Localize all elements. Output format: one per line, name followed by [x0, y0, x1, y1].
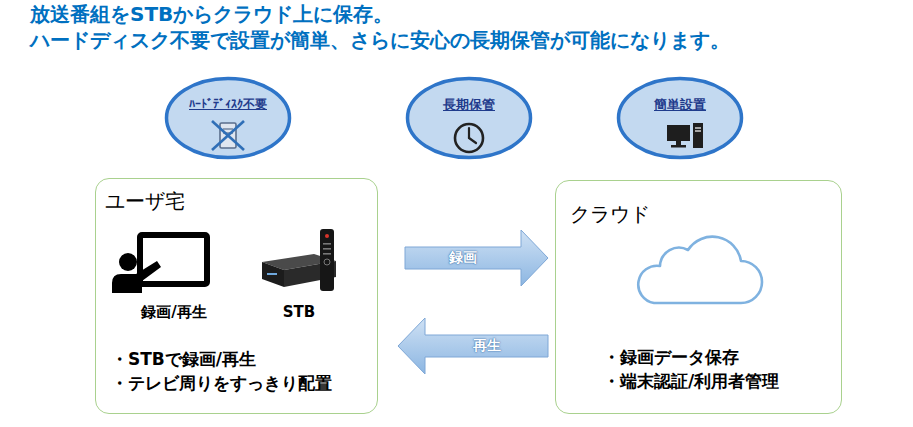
- remote-button: [324, 259, 330, 265]
- monitor-base: [671, 145, 686, 148]
- pc-tower-slot: [695, 130, 701, 131]
- stb-side: [284, 261, 336, 287]
- cloud-icon: [638, 237, 762, 303]
- monitor: [667, 125, 690, 141]
- bullet-text: ・テレビ周りをすっきり配置: [111, 373, 332, 393]
- feature-label: 長期保管: [405, 97, 533, 113]
- feature-label: ﾊｰﾄﾞﾃﾞｨｽｸ不要: [164, 97, 292, 111]
- cross-line: [212, 121, 244, 150]
- feature-ellipse: ﾊｰﾄﾞﾃﾞｨｽｸ不要: [164, 76, 292, 160]
- bullet-text: ・端末認証/利用者管理: [603, 371, 779, 391]
- stb-front: [262, 262, 284, 287]
- pc-tower: [693, 123, 703, 148]
- ellipse-shape: [408, 79, 531, 158]
- feature-ellipse: 簡単設置: [616, 76, 744, 160]
- arrow-label: 録画: [449, 249, 477, 267]
- remote-button: [323, 253, 331, 255]
- presenter-head: [119, 253, 137, 271]
- feature-label: 簡単設置: [616, 97, 744, 113]
- ellipse-outline: [616, 76, 744, 160]
- presenter-body: [112, 261, 161, 293]
- remote-button: [323, 243, 331, 245]
- subtitle-text: ハードディスク不要で設置が簡単、さらに安心の長期保管が可能になります。: [30, 28, 730, 52]
- presentation-screen: [140, 235, 207, 284]
- clock-hand: [469, 138, 476, 143]
- clock-face: [455, 124, 483, 152]
- stb-top: [262, 254, 336, 270]
- bullet-text: ・STBで録画/再生: [111, 349, 256, 369]
- remote-button: [325, 234, 329, 238]
- hard-disk-body: [220, 123, 236, 148]
- location-box: ユーザ宅録画/再生 STB ・STBで録画/再生・テレビ周りをすっきり配置: [95, 178, 378, 414]
- ellipse-outline: [405, 76, 533, 160]
- clock-hand: [468, 128, 470, 138]
- feature-ellipse: 長期保管: [405, 76, 533, 160]
- diagram-title: 放送番組をSTBからクラウド上に保存。: [30, 2, 393, 26]
- hard-disk-crossed-icon: [212, 121, 244, 150]
- block-arrow: [398, 318, 548, 374]
- ellipse-shape: [619, 79, 742, 158]
- icon-caption: 録画/再生: [119, 303, 229, 321]
- remote-control: [320, 229, 334, 291]
- presenter-icon: [112, 235, 207, 293]
- stb-icon: [262, 229, 336, 291]
- monitor-stand: [676, 141, 681, 145]
- ellipse-outline: [164, 76, 292, 160]
- block-arrow: [405, 230, 548, 286]
- box-heading: クラウド: [570, 202, 650, 226]
- cross-line: [212, 121, 244, 150]
- desktop-pc-icon: [667, 123, 703, 148]
- hard-disk-slot: [223, 128, 233, 129]
- stb-light: [267, 273, 277, 275]
- pc-tower-slot: [695, 127, 701, 128]
- clock-icon: [455, 124, 483, 152]
- bullet-text: ・録画データ保存: [603, 347, 739, 367]
- remote-button: [323, 248, 331, 250]
- ellipse-shape: [167, 79, 290, 158]
- box-heading: ユーザ宅: [105, 189, 185, 213]
- hard-disk-slot: [223, 132, 233, 133]
- icon-caption: STB: [259, 303, 339, 321]
- arrow-label: 再生: [473, 337, 501, 355]
- location-box: クラウド・録画データ保存・端末認証/利用者管理: [555, 180, 842, 414]
